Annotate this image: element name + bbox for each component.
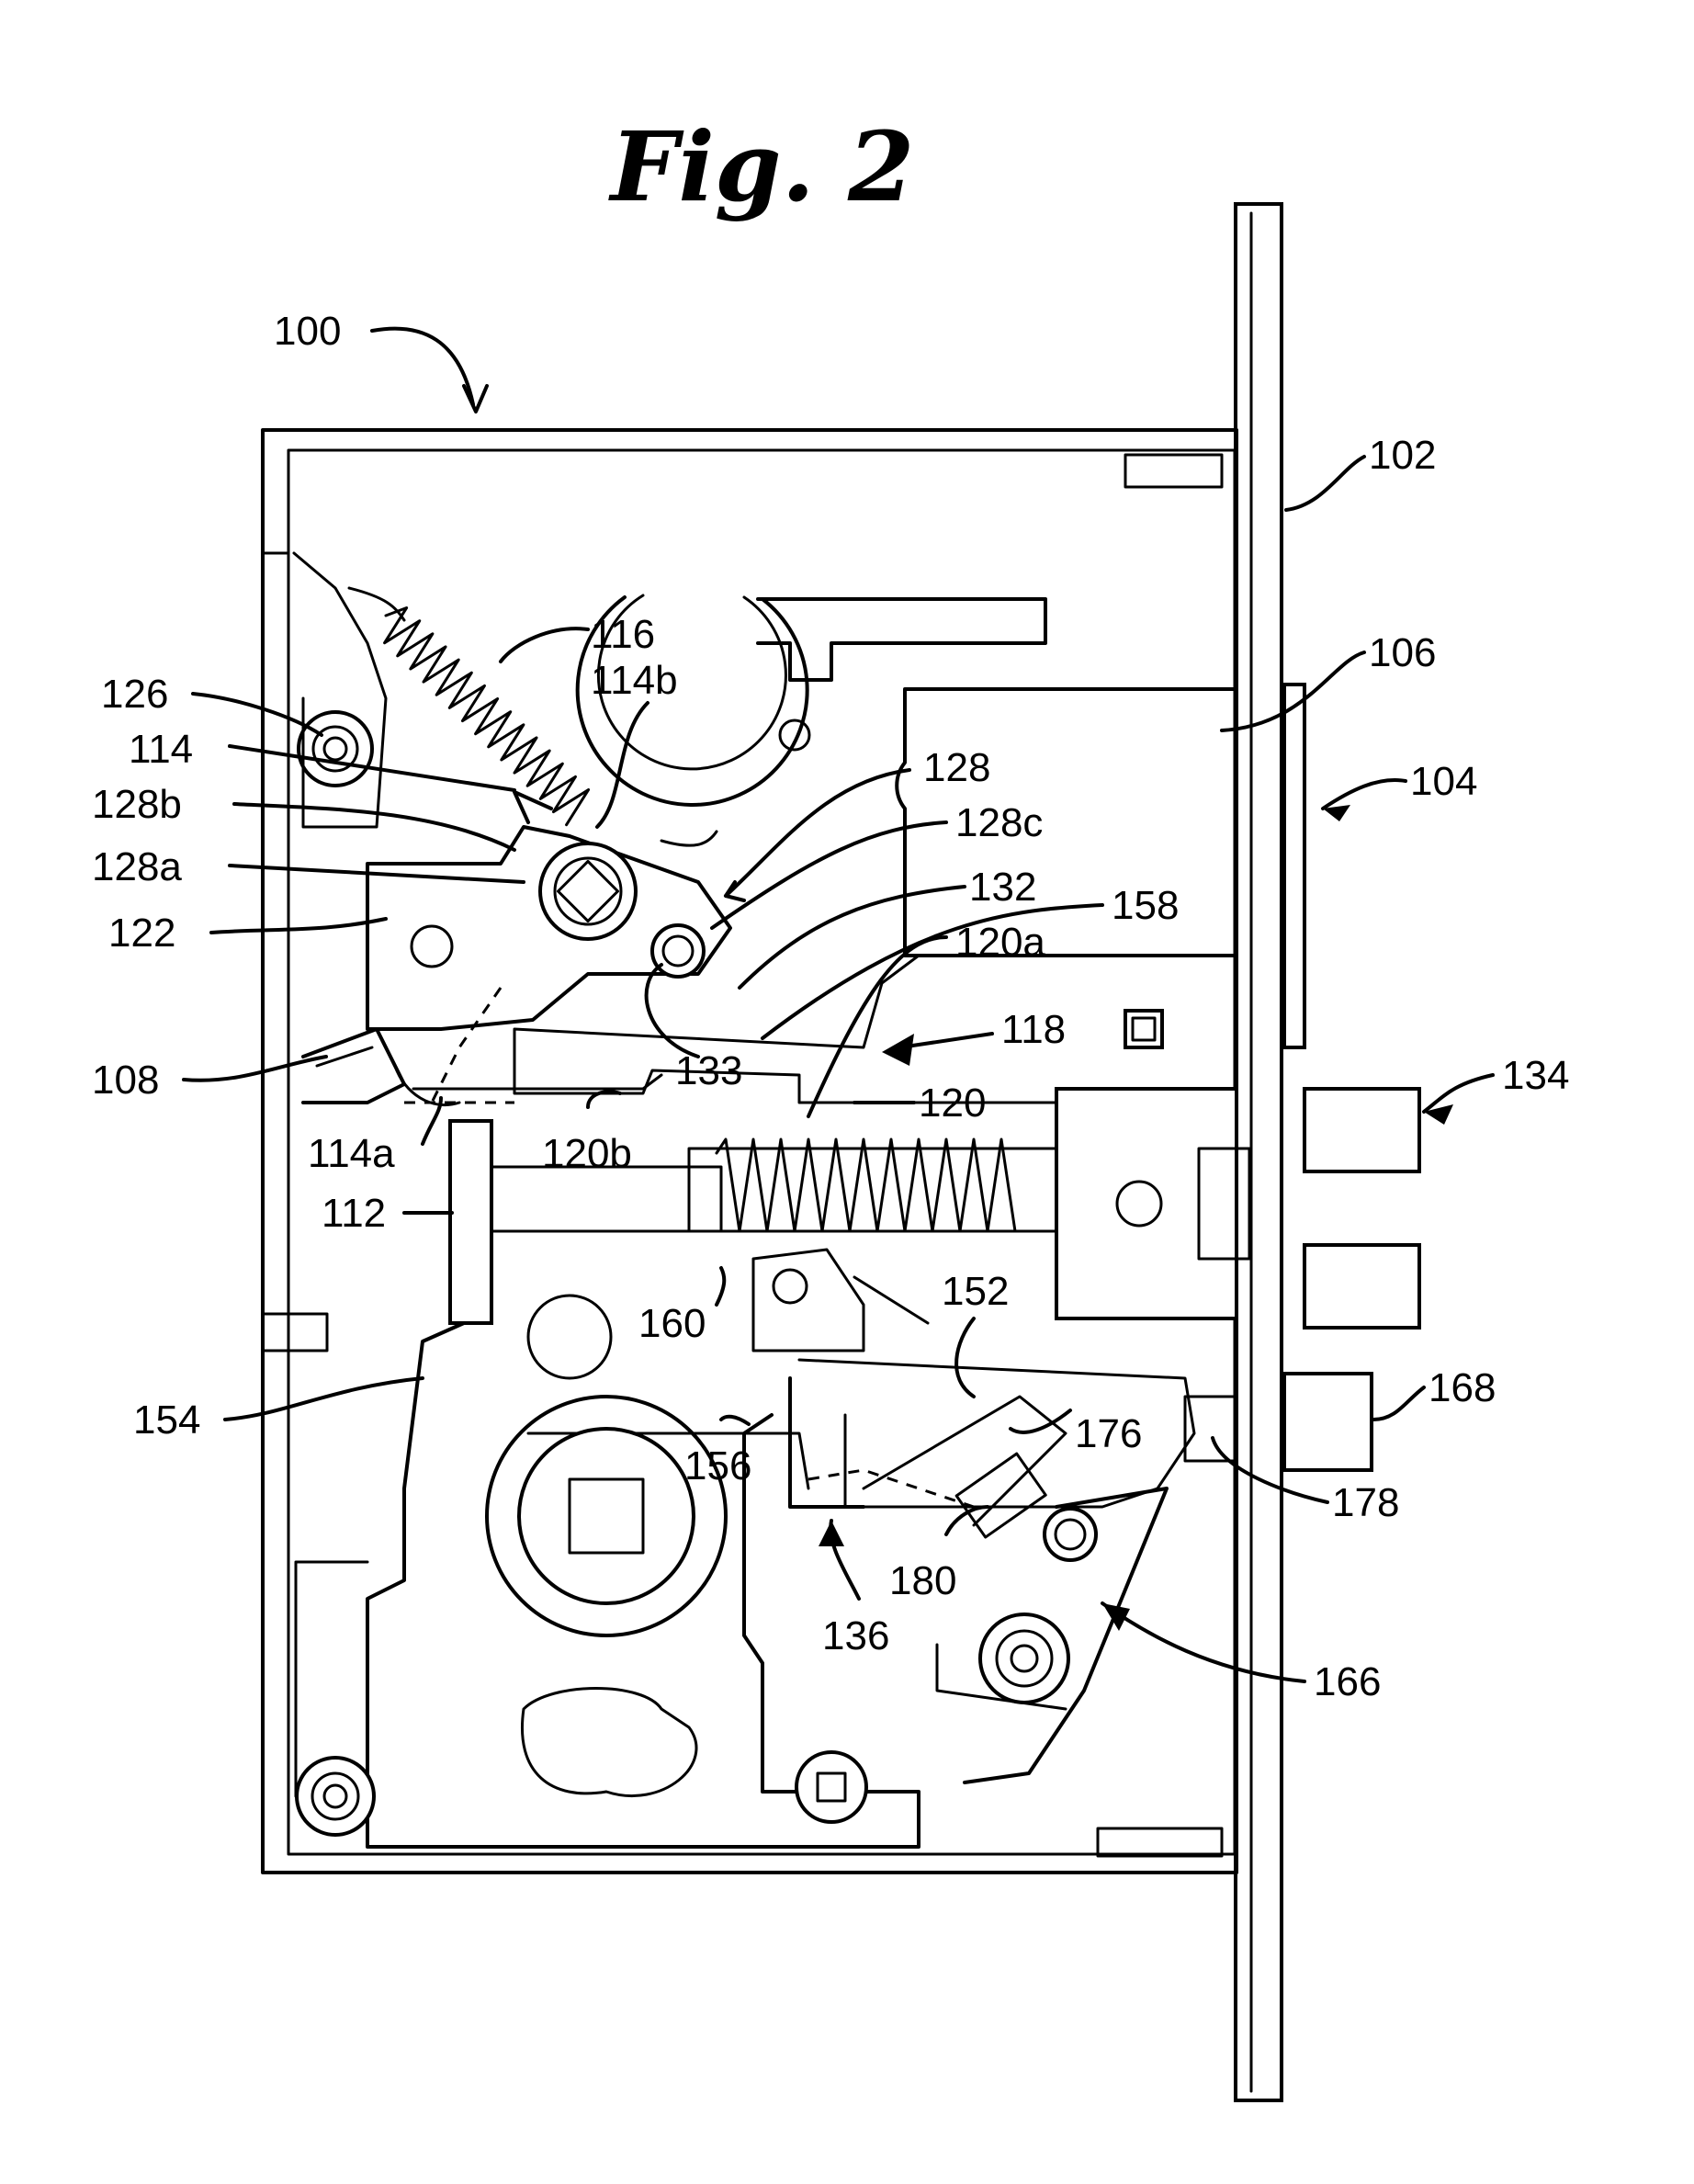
label-134: 134: [1502, 1053, 1569, 1098]
label-166: 166: [1314, 1659, 1381, 1704]
label-128a: 128a: [92, 844, 182, 889]
label-152: 152: [942, 1269, 1009, 1314]
label-108: 108: [92, 1058, 159, 1103]
rod-168: [1183, 1372, 1373, 1472]
label-156: 156: [684, 1443, 751, 1488]
label-120: 120: [919, 1081, 986, 1126]
label-120a: 120a: [955, 920, 1045, 965]
catch-108: [301, 1027, 406, 1104]
lower-hub: [294, 1294, 920, 1849]
reference-numerals: 100 102 104 106 108 112 114 114a 114b 11…: [92, 309, 1569, 1704]
label-128b: 128b: [92, 782, 182, 827]
label-120b: 120b: [542, 1131, 632, 1176]
label-136: 136: [822, 1613, 889, 1658]
label-133: 133: [675, 1048, 742, 1093]
label-168: 168: [1429, 1365, 1496, 1410]
leader-lines: [182, 326, 1495, 1683]
label-116: 116: [591, 612, 655, 657]
label-114b: 114b: [591, 658, 678, 703]
label-128c: 128c: [955, 800, 1043, 845]
label-104: 104: [1410, 759, 1477, 804]
label-178: 178: [1332, 1480, 1399, 1525]
label-180: 180: [889, 1558, 956, 1603]
label-112: 112: [322, 1191, 386, 1236]
lever-120: [393, 954, 1238, 1107]
label-126: 126: [101, 672, 168, 717]
upper-spring: [347, 586, 718, 847]
label-154: 154: [133, 1398, 200, 1443]
spindle-112: [448, 1119, 1058, 1325]
label-122: 122: [108, 911, 175, 956]
label-106: 106: [1369, 630, 1436, 675]
label-114a: 114a: [308, 1131, 395, 1176]
label-114: 114: [129, 727, 193, 772]
upper-hub: [575, 594, 1047, 807]
label-132: 132: [969, 865, 1036, 910]
lever-128: [366, 825, 732, 1031]
label-128: 128: [923, 745, 990, 790]
label-176: 176: [1075, 1411, 1142, 1456]
label-102: 102: [1369, 433, 1436, 478]
label-100: 100: [274, 309, 341, 354]
latch-bolt: [1055, 1087, 1421, 1330]
block-106: [895, 687, 1237, 1049]
label-160: 160: [638, 1301, 706, 1346]
label-158: 158: [1112, 883, 1179, 928]
label-118: 118: [1001, 1007, 1066, 1052]
faceplate: [1234, 202, 1306, 2102]
figure-title: Fig. 2: [610, 110, 915, 223]
lever-166: [935, 1487, 1169, 1784]
